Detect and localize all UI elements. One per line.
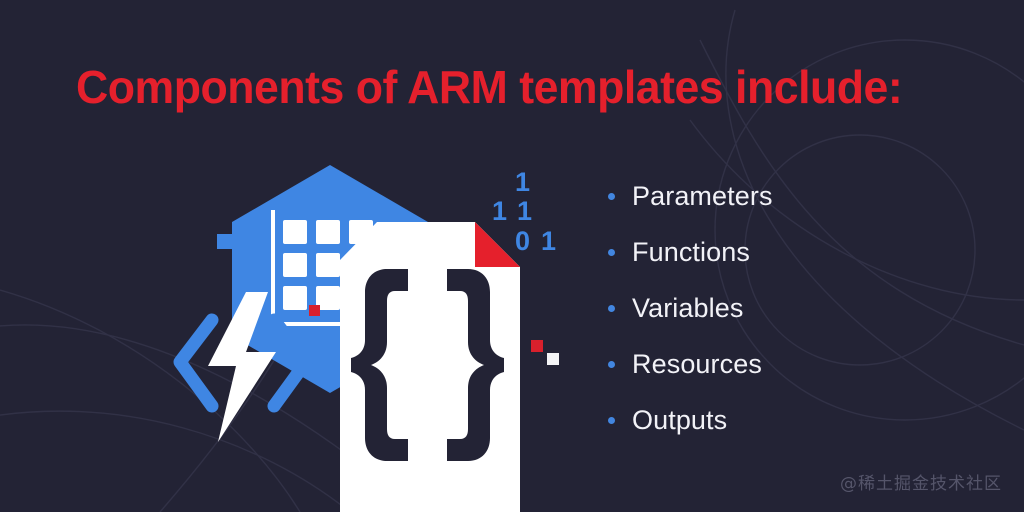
binary-digit: 1 (541, 226, 557, 256)
list-item: Variables (608, 280, 773, 336)
list-item: Resources (608, 336, 773, 392)
watermark: @稀土掘金技术社区 (840, 474, 1002, 494)
bullet-dot-icon (608, 304, 615, 312)
list-item-label: Resources (632, 348, 762, 379)
bullet-dot-icon (608, 416, 615, 424)
binary-digit: 1 (492, 196, 508, 226)
list-item: Parameters (608, 168, 773, 224)
red-square-decoration-1 (309, 305, 320, 316)
json-document-icon (340, 222, 520, 512)
list-item-label: Outputs (632, 404, 728, 435)
functions-bolt-icon (173, 292, 313, 442)
list-item: Outputs (608, 392, 773, 448)
components-list: Parameters Functions Variables Resources… (608, 168, 773, 448)
list-item-label: Functions (632, 236, 750, 267)
red-square-decoration-2 (531, 340, 543, 352)
bullet-dot-icon (608, 248, 615, 256)
list-item-label: Parameters (632, 180, 773, 211)
bullet-dot-icon (608, 360, 615, 368)
blue-square-decoration (217, 234, 232, 249)
list-item-label: Variables (632, 292, 744, 323)
arm-template-illustration: 1 1 1 0 1 (170, 150, 580, 512)
binary-digit: 0 (515, 226, 531, 256)
page-title: Components of ARM templates include: (76, 61, 903, 113)
binary-digit: 1 (515, 167, 531, 197)
white-square-decoration (547, 353, 559, 365)
bullet-dot-icon (608, 192, 615, 200)
list-item: Functions (608, 224, 773, 280)
binary-digit: 1 (517, 196, 533, 226)
